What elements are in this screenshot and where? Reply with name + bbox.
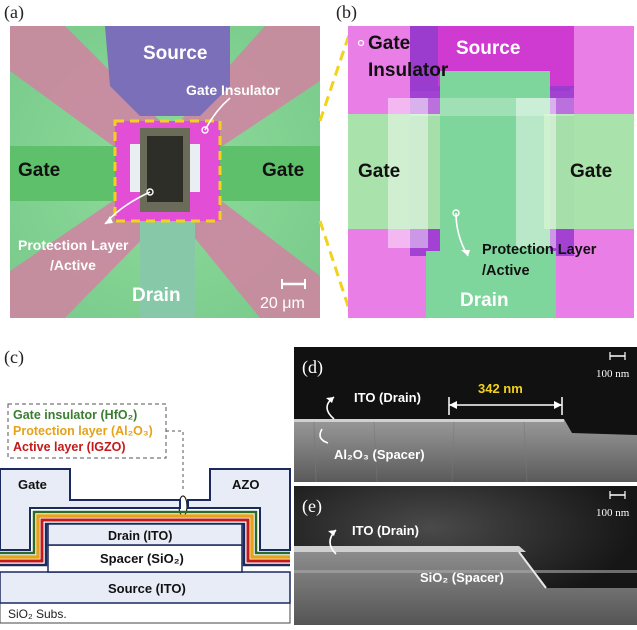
c-legend-active: Active layer (IGZO) [13, 440, 126, 454]
e-ito-text: ITO (Drain) [352, 523, 419, 538]
b-insulator-text: Insulator [368, 60, 449, 81]
d-scalebar-text: 100 nm [596, 368, 630, 380]
sem-image-e: (e) 100 nm ITO (Drain) SiO₂ (Spacer) [294, 486, 637, 625]
b-protection-line1: Protection Layer [482, 242, 597, 258]
panel-e-label: (e) [302, 496, 322, 517]
d-ito-text: ITO (Drain) [354, 390, 421, 405]
panel-c-label: (c) [4, 347, 24, 367]
d-spacer-text: Al₂O₃ (Spacer) [334, 447, 425, 462]
c-drain-text: Drain (ITO) [108, 529, 172, 543]
panel-d-sem: (d) 100 nm ITO (Drain) 342 nm Al₂O₃ (Spa… [294, 347, 637, 482]
a-drain-text: Drain [132, 285, 181, 306]
c-source-text: Source (ITO) [108, 581, 186, 596]
b-gate-right-text: Gate [570, 161, 612, 182]
c-substrate-text: SiO₂ Subs. [8, 607, 67, 621]
zoom-connector-lines [318, 25, 354, 319]
b-gate-text: Gate [368, 33, 410, 54]
sem-image-d: (d) 100 nm ITO (Drain) 342 nm Al₂O₃ (Spa… [294, 347, 637, 482]
a-gate-right-text: Gate [262, 160, 304, 181]
panel-c-cross-section: Gate insulator (HfO₂) Protection layer (… [0, 400, 292, 625]
a-protection-line2: /Active [50, 257, 96, 273]
a-protection-line1: Protection Layer [18, 237, 129, 253]
panel-a-micrograph: Source Gate Insulator Gate Gate Protecti… [10, 26, 320, 318]
b-protection-line2: /Active [482, 263, 530, 279]
panel-d-label: (d) [302, 357, 323, 378]
e-spacer-text: SiO₂ (Spacer) [420, 570, 504, 585]
micrograph-image: Source Gate Insulator Gate Gate Protecti… [10, 26, 320, 318]
e-scalebar-text: 100 nm [596, 507, 630, 519]
layer-stack-diagram: Gate insulator (HfO₂) Protection layer (… [0, 403, 291, 624]
panel-e-sem: (e) 100 nm ITO (Drain) SiO₂ (Spacer) [294, 486, 637, 625]
c-gate-text: Gate [18, 477, 47, 492]
panel-b-label: (b) [336, 2, 357, 22]
schematic-image: Gate Insulator Source Gate Gate Protecti… [348, 26, 634, 318]
a-gate-insulator-text: Gate Insulator [186, 82, 281, 98]
panel-b-schematic: Gate Insulator Source Gate Gate Protecti… [348, 26, 634, 318]
b-drain-text: Drain [460, 290, 509, 311]
a-gate-left-text: Gate [18, 160, 60, 181]
c-azo-text: AZO [232, 477, 259, 492]
b-source-text: Source [456, 38, 520, 59]
a-source-text: Source [143, 43, 207, 64]
d-dimension-text: 342 nm [478, 381, 523, 396]
b-gate-left-text: Gate [358, 161, 400, 182]
c-legend-gate-insulator: Gate insulator (HfO₂) [13, 408, 137, 422]
a-scalebar-text: 20 μm [260, 295, 305, 312]
c-legend-protection: Protection layer (Al₂O₃) [13, 424, 153, 438]
c-spacer-text: Spacer (SiO₂) [100, 551, 184, 566]
panel-a-label: (a) [4, 2, 24, 22]
